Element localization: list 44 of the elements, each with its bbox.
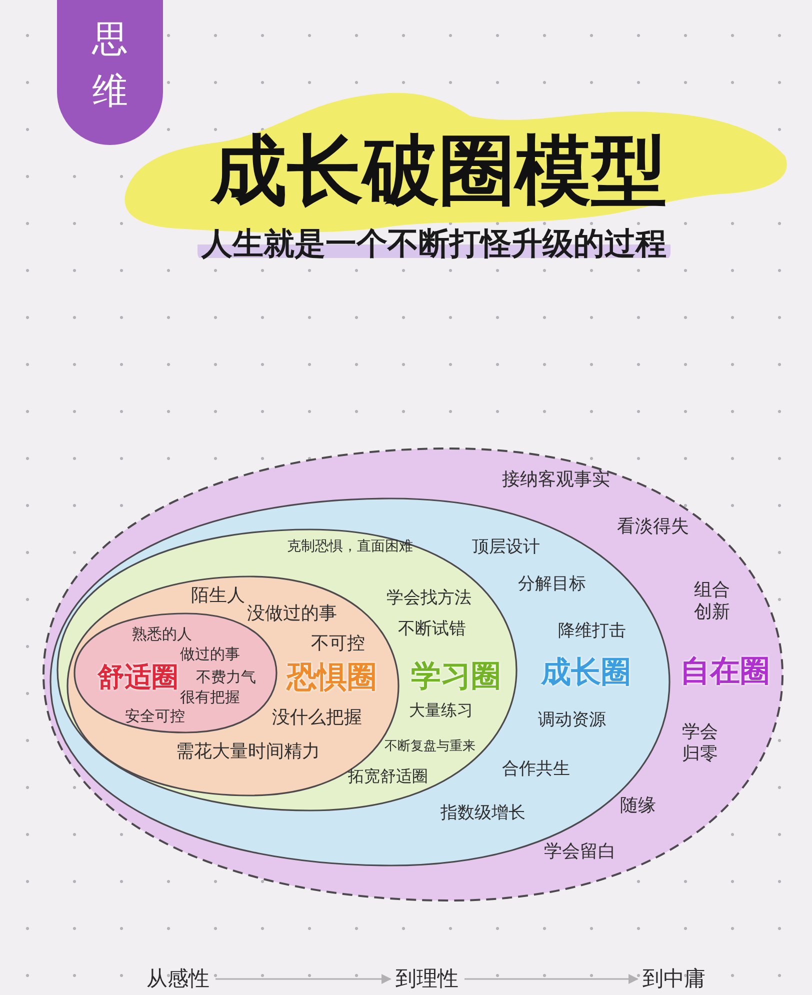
zone-item: 做过的事 <box>180 645 240 663</box>
zone-item: 降维打击 <box>558 620 626 642</box>
zone-item: 熟悉的人 <box>132 625 192 643</box>
zone-item: 接纳客观事实 <box>502 469 610 491</box>
zone-item: 不可控 <box>311 633 365 655</box>
zone-item: 大量练习 <box>409 700 473 720</box>
zone-item: 学会归零 <box>681 721 719 765</box>
stage-label: 从感性 <box>146 966 210 992</box>
zone-title: 自在圈 <box>680 654 770 690</box>
category-tab <box>57 0 163 145</box>
zone-item: 没什么把握 <box>272 707 362 729</box>
stage-label: 到理性 <box>396 966 458 992</box>
zone-item: 顶层设计 <box>472 536 540 558</box>
zone-item: 随缘 <box>620 795 656 817</box>
zone-item: 看淡得失 <box>617 516 689 538</box>
zone-item: 安全可控 <box>125 707 185 725</box>
zone-item: 陌生人 <box>191 585 245 607</box>
zone-item: 学会找方法 <box>386 588 472 608</box>
zone-item: 需花大量时间精力 <box>176 741 320 763</box>
zone-item: 不断试错 <box>398 618 466 640</box>
zone-item: 分解目标 <box>518 574 586 594</box>
zone-item: 不断复盘与重来 <box>384 739 476 755</box>
zone-title: 舒适圈 <box>98 662 178 694</box>
zone-item: 拓宽舒适圈 <box>348 766 428 786</box>
zone-item: 没做过的事 <box>247 603 337 625</box>
zone-item: 合作共生 <box>502 758 570 780</box>
zone-item: 调动资源 <box>538 710 606 730</box>
zone-title: 恐惧圈 <box>287 660 377 696</box>
zone-item: 指数级增长 <box>440 802 526 824</box>
arrow <box>464 974 638 984</box>
title: 成长破圈模型 <box>211 124 667 216</box>
oval-zone <box>42 447 784 902</box>
stage-label: 到中庸 <box>642 966 706 992</box>
tab-label: 思维 <box>91 18 129 114</box>
zone-title: 学习圈 <box>411 659 501 695</box>
oval-zone <box>49 497 671 867</box>
zone-item: 克制恐惧，直面困难 <box>287 538 413 556</box>
zone-item: 很有把握 <box>180 688 240 706</box>
zone-item: 学会留白 <box>544 841 616 863</box>
arrow <box>216 974 392 984</box>
zone-title: 成长圈 <box>541 655 631 691</box>
subtitle: 人生就是一个不断打怪升级的过程 <box>198 226 670 262</box>
zone-item: 不费力气 <box>196 668 256 686</box>
zone-item: 组合创新 <box>693 579 731 623</box>
